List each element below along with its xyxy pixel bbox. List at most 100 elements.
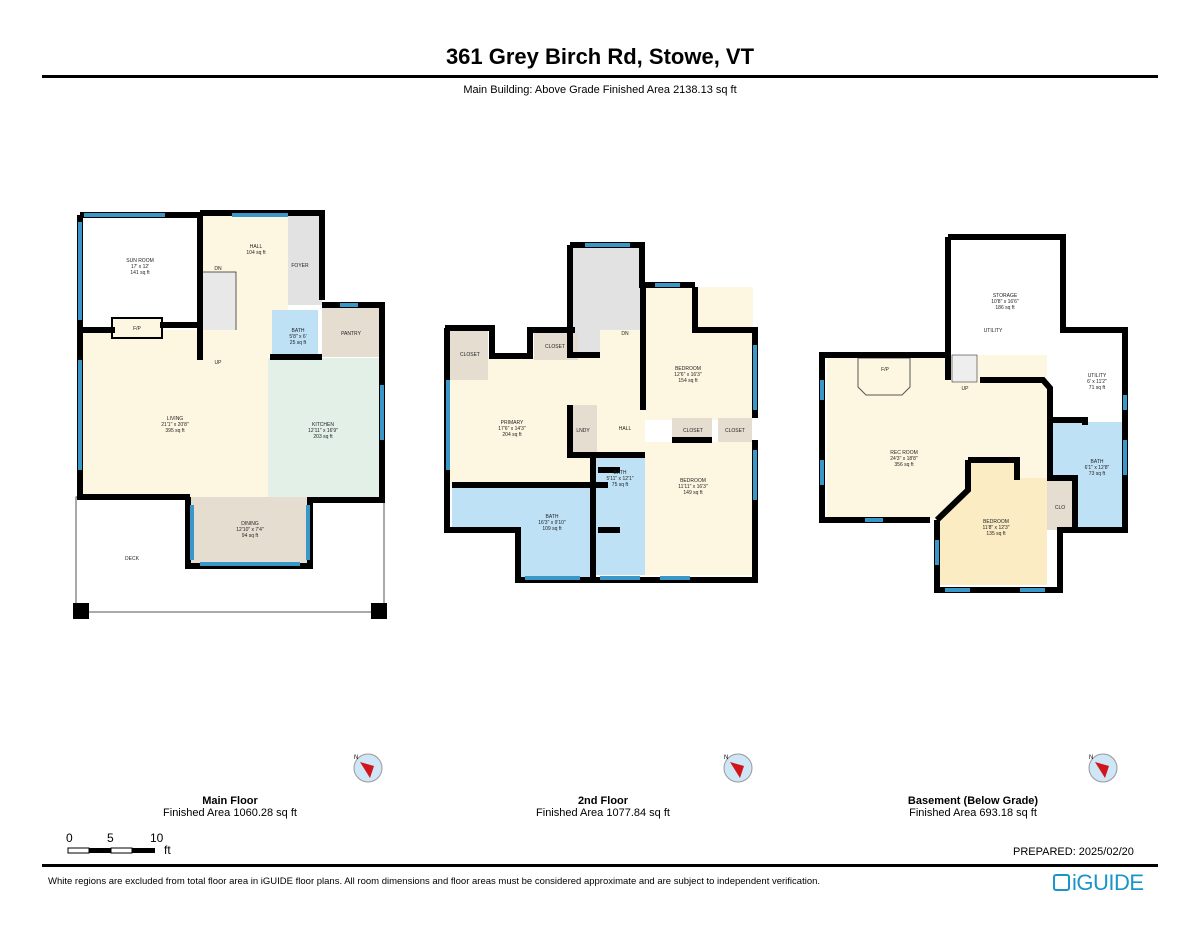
label-foyer: FOYER xyxy=(291,263,309,269)
area-bath: 25 sq ft xyxy=(290,340,307,346)
label-dn: DN xyxy=(621,331,629,337)
label-fp: F/P xyxy=(881,367,889,373)
label-storage: STORAGE xyxy=(993,293,1018,299)
area-bedroom: 135 sq ft xyxy=(986,531,1006,537)
main-floor-plan: SUN ROOM 17' x 12' 141 sq ft HALL 104 sq… xyxy=(73,210,387,619)
floor-name: Main Floor xyxy=(202,795,258,807)
second-floor-plan: CLOSET CLOSET DN PRIMARY 17'6" x 14'3" 2… xyxy=(444,242,758,583)
label-clo: CLO xyxy=(1055,505,1065,511)
north-arrow-icon: N xyxy=(723,753,753,783)
north-arrow-icon: N xyxy=(1088,753,1118,783)
scale-tick: 0 xyxy=(66,831,73,845)
label-hall: HALL xyxy=(250,244,263,250)
north-arrow-icon: N xyxy=(353,753,383,783)
room-pantry xyxy=(322,305,380,357)
area-bath-2: 109 sq ft xyxy=(542,526,562,532)
stairs xyxy=(951,354,978,383)
dim-bedroom: 11'8" x 12'3" xyxy=(982,525,1009,531)
area-hall: 104 sq ft xyxy=(246,250,266,256)
room-clo xyxy=(1047,478,1073,530)
logo-text: iGUIDE xyxy=(1072,870,1144,895)
area-bath: 73 sq ft xyxy=(1089,471,1106,477)
dim-dining: 12'10" x 7'4" xyxy=(236,527,264,533)
label-utility: UTILITY xyxy=(1088,373,1107,379)
label-closet-1: CLOSET xyxy=(460,352,480,358)
dim-bath: 6'1" x 12'8" xyxy=(1085,465,1110,471)
label-lndy: LNDY xyxy=(576,428,590,434)
dim-bath-2: 16'3" x 9'10" xyxy=(538,520,566,526)
label-kitchen: KITCHEN xyxy=(312,422,334,428)
area-rec-room: 356 sq ft xyxy=(894,462,914,468)
label-bedroom-2: BEDROOM xyxy=(680,478,706,484)
svg-text:N: N xyxy=(1089,755,1093,761)
floor-caption-basement: Basement (Below Grade)Finished Area 693.… xyxy=(823,795,1123,819)
label-sun-room: SUN ROOM xyxy=(126,258,154,264)
room-bedroom-2 xyxy=(645,442,753,575)
label-up: UP xyxy=(215,360,223,366)
floor-area: Finished Area 1077.84 sq ft xyxy=(536,807,670,819)
area-bedroom-2: 149 sq ft xyxy=(683,490,703,496)
dim-living: 21'1" x 20'8" xyxy=(161,422,189,428)
svg-text:N: N xyxy=(354,755,358,761)
label-pantry: PANTRY xyxy=(341,331,361,337)
room-dining xyxy=(190,497,310,563)
dim-bedroom-2: 11'11" x 16'3" xyxy=(678,484,708,490)
area-bedroom-1: 154 sq ft xyxy=(678,378,698,384)
dim-bedroom-1: 12'6" x 16'3" xyxy=(674,372,702,378)
room-hall xyxy=(600,330,645,455)
area-utility: 71 sq ft xyxy=(1089,385,1106,391)
floor-name: Basement (Below Grade) xyxy=(907,795,1039,807)
room-bath-1 xyxy=(593,455,645,575)
room-bath xyxy=(272,310,318,357)
room-bath-2 xyxy=(518,487,590,577)
room-closet-4 xyxy=(718,418,752,442)
label-dn: DN xyxy=(214,266,222,272)
label-bath-2: BATH xyxy=(546,514,559,520)
page-subtitle: Main Building: Above Grade Finished Area… xyxy=(463,84,737,96)
room-closet-3 xyxy=(672,418,712,440)
label-up: UP xyxy=(962,386,970,392)
room-closet-1 xyxy=(450,328,488,380)
svg-text:N: N xyxy=(724,755,728,761)
label-bath: BATH xyxy=(1091,459,1104,465)
room-bath-2-annex xyxy=(452,487,520,529)
room-utility xyxy=(1050,330,1122,420)
dim-primary: 17'6" x 14'3" xyxy=(498,426,526,432)
dim-rec-room: 24'3" x 18'8" xyxy=(890,456,918,462)
label-living: LIVING xyxy=(167,416,184,422)
dim-sun-room: 17' x 12' xyxy=(131,264,149,270)
label-bath: BATH xyxy=(292,328,305,334)
floor-area: Finished Area 693.18 sq ft xyxy=(909,807,1037,819)
area-bath-1: 75 sq ft xyxy=(612,482,629,488)
page-title: 361 Grey Birch Rd, Stowe, VT xyxy=(445,44,755,69)
label-deck: DECK xyxy=(125,556,140,562)
label-primary: PRIMARY xyxy=(501,420,524,426)
scale-tick: 10 xyxy=(150,831,164,845)
area-primary: 204 sq ft xyxy=(502,432,522,438)
area-sun-room: 141 sq ft xyxy=(130,270,150,276)
label-rec-room: REC ROOM xyxy=(890,450,918,456)
scale-tick: 5 xyxy=(107,831,114,845)
basement-plan: STORAGE 10'8" x 16'6" 186 sq ft UTILITY … xyxy=(819,234,1128,593)
fireplace xyxy=(857,357,911,396)
label-bath-1: BATH xyxy=(614,470,627,476)
dim-bath-1: 5'11" x 12'1" xyxy=(606,476,633,482)
label-utility-storage: UTILITY xyxy=(984,328,1003,334)
floor-area: Finished Area 1060.28 sq ft xyxy=(163,807,297,819)
scale-bar xyxy=(67,847,155,854)
label-closet-3: CLOSET xyxy=(683,428,703,434)
area-kitchen: 203 sq ft xyxy=(313,434,333,440)
label-closet-2: CLOSET xyxy=(545,344,565,350)
dim-kitchen: 12'11" x 16'9" xyxy=(308,428,338,434)
title-divider xyxy=(42,75,1158,78)
footer-divider xyxy=(42,864,1158,867)
label-bedroom: BEDROOM xyxy=(983,519,1009,525)
room-storage xyxy=(948,237,1063,377)
dim-utility: 6' x 11'2" xyxy=(1087,379,1107,385)
room-kitchen xyxy=(268,358,382,497)
room-lndy xyxy=(570,405,597,455)
label-closet-4: CLOSET xyxy=(725,428,745,434)
label-hall: HALL xyxy=(619,426,632,432)
dim-storage: 10'8" x 16'6" xyxy=(991,299,1019,305)
